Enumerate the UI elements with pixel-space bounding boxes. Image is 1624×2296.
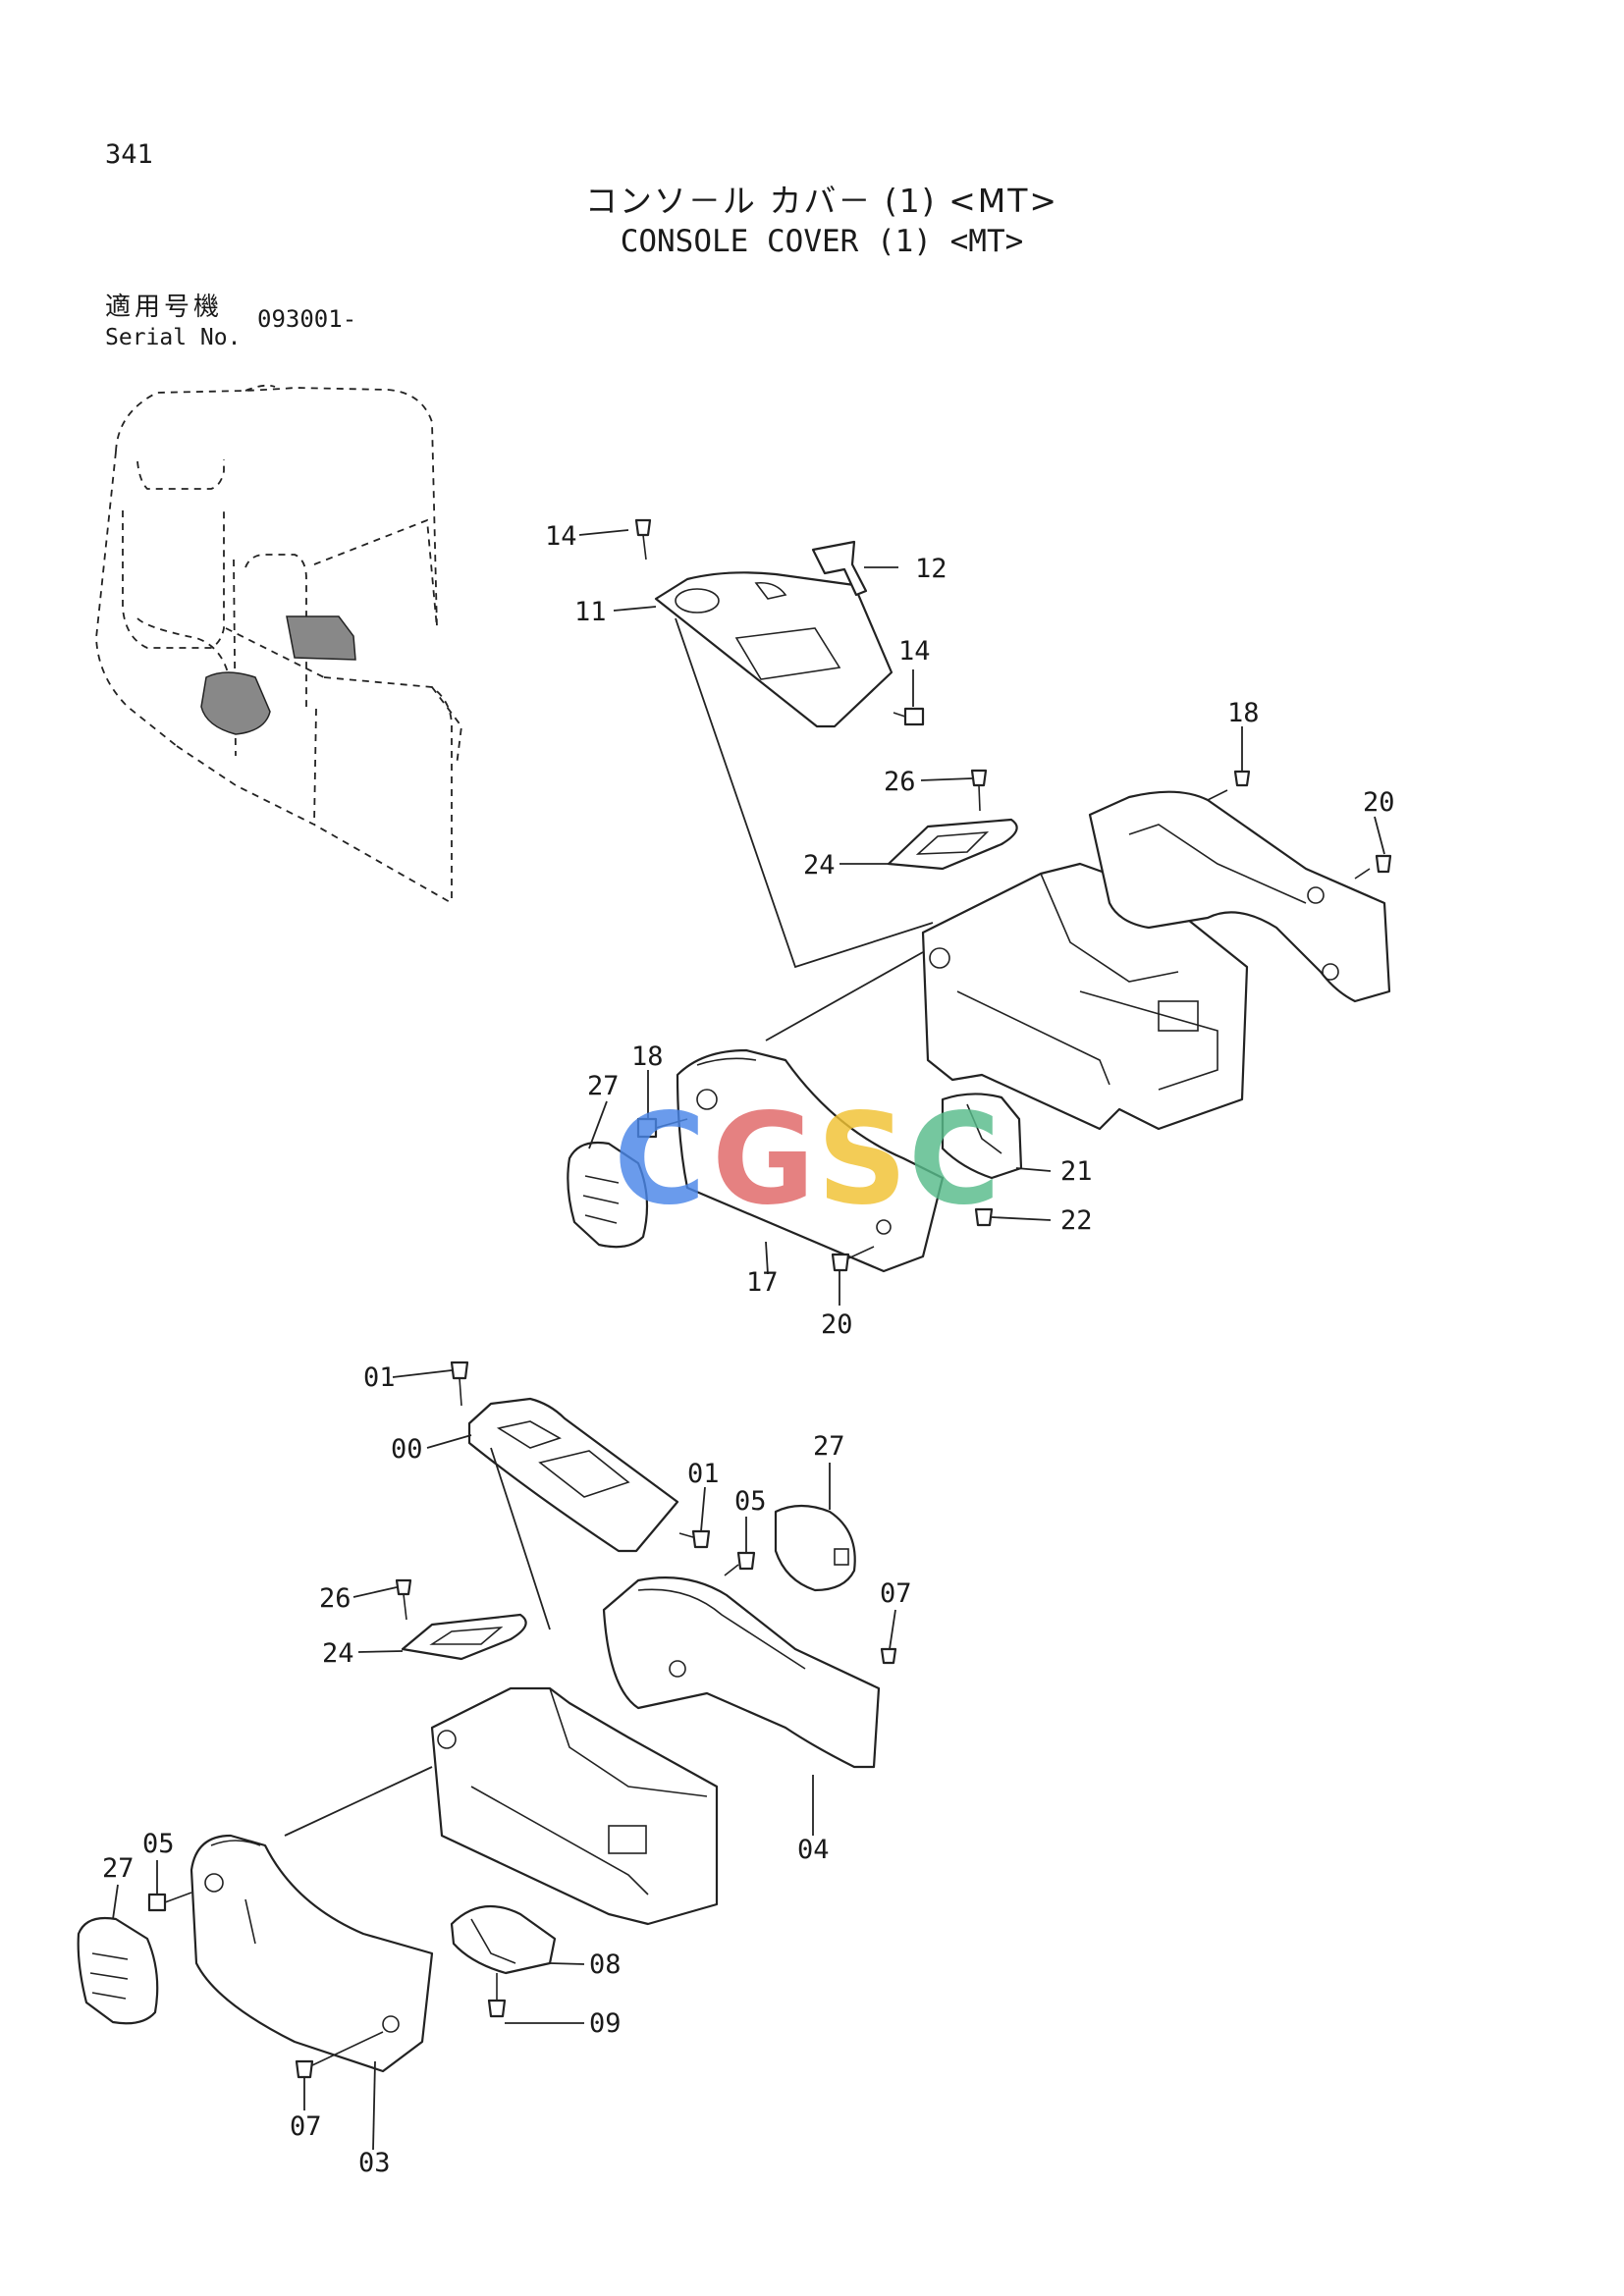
watermark-letter-2: G	[712, 1087, 815, 1233]
callout-labels-lower: 01 00 01 05 27 07 26 24 04 05 27 08 09 0…	[102, 1362, 912, 2178]
console-highlight-right	[286, 615, 356, 661]
callout-01b: 01	[687, 1459, 720, 1489]
callout-26a: 26	[884, 767, 916, 797]
callout-24b: 24	[322, 1638, 354, 1669]
side-cover-04	[602, 1576, 881, 1769]
callout-labels-upper: 14 12 11 14 18 20 26 24 27 18 21 22 17 2…	[545, 521, 1395, 1340]
callout-17: 17	[746, 1267, 779, 1298]
callout-27a: 27	[587, 1071, 620, 1101]
clamp-08	[450, 1904, 557, 1975]
callout-08: 08	[589, 1949, 622, 1980]
callout-09: 09	[589, 2008, 622, 2039]
watermark-letter-1: C	[614, 1087, 706, 1233]
page-title-japanese: コンソ－ル カバ－ (1) <MT>	[584, 182, 1059, 220]
gasket-24	[887, 818, 1018, 871]
callout-24a: 24	[803, 850, 836, 881]
cap-27-lower-right	[774, 1504, 856, 1592]
callout-04: 04	[797, 1835, 830, 1865]
gasket-24-lower	[401, 1613, 527, 1661]
serial-label-english: Serial No.	[105, 325, 242, 350]
cab-locator-illustration	[95, 384, 462, 904]
callout-20a: 20	[1363, 787, 1395, 818]
lower-assembly	[77, 1361, 897, 2079]
upper-console-top-cover-11	[654, 571, 893, 728]
callout-14b: 14	[898, 636, 931, 667]
console-highlight-left	[200, 671, 271, 735]
serial-number-value: 093001-	[257, 305, 357, 333]
upper-assembly	[567, 518, 1392, 1273]
page-number: 341	[105, 139, 153, 170]
callout-22: 22	[1060, 1205, 1093, 1236]
cap-27-upper	[567, 1141, 649, 1249]
left-cover-03	[189, 1834, 434, 2073]
callout-21: 21	[1060, 1156, 1093, 1187]
callout-14a: 14	[545, 521, 577, 552]
page-title-english: CONSOLE COVER (1) <MT>	[620, 224, 1024, 259]
callout-11: 11	[574, 597, 607, 627]
callout-01a: 01	[363, 1362, 396, 1393]
callout-18a: 18	[1227, 698, 1260, 728]
callout-00: 00	[391, 1434, 423, 1465]
serial-label-japanese: 適用号機	[105, 293, 224, 322]
lower-console-top-cover-00	[467, 1397, 679, 1553]
callout-26b: 26	[319, 1583, 352, 1614]
callout-12: 12	[915, 554, 947, 584]
watermark-letter-3: S	[817, 1087, 907, 1233]
left-cover-17	[676, 1048, 945, 1273]
callout-07a: 07	[880, 1578, 912, 1609]
callout-18b: 18	[631, 1041, 664, 1072]
callout-05b: 05	[142, 1829, 175, 1859]
callout-27b: 27	[813, 1431, 845, 1462]
callout-07b: 07	[290, 2111, 322, 2142]
callout-20b: 20	[821, 1309, 853, 1340]
callout-03: 03	[358, 2148, 391, 2178]
cap-27-lower-left	[77, 1916, 159, 2025]
console-frame	[921, 862, 1249, 1131]
watermark-letter-4: C	[908, 1087, 1001, 1233]
callout-leaders	[112, 529, 1385, 2151]
watermark: C G S C	[614, 1087, 1001, 1233]
console-frame-lower	[430, 1686, 719, 1926]
callout-05a: 05	[734, 1486, 767, 1517]
callout-27c: 27	[102, 1853, 135, 1884]
bracket-12	[811, 540, 868, 597]
